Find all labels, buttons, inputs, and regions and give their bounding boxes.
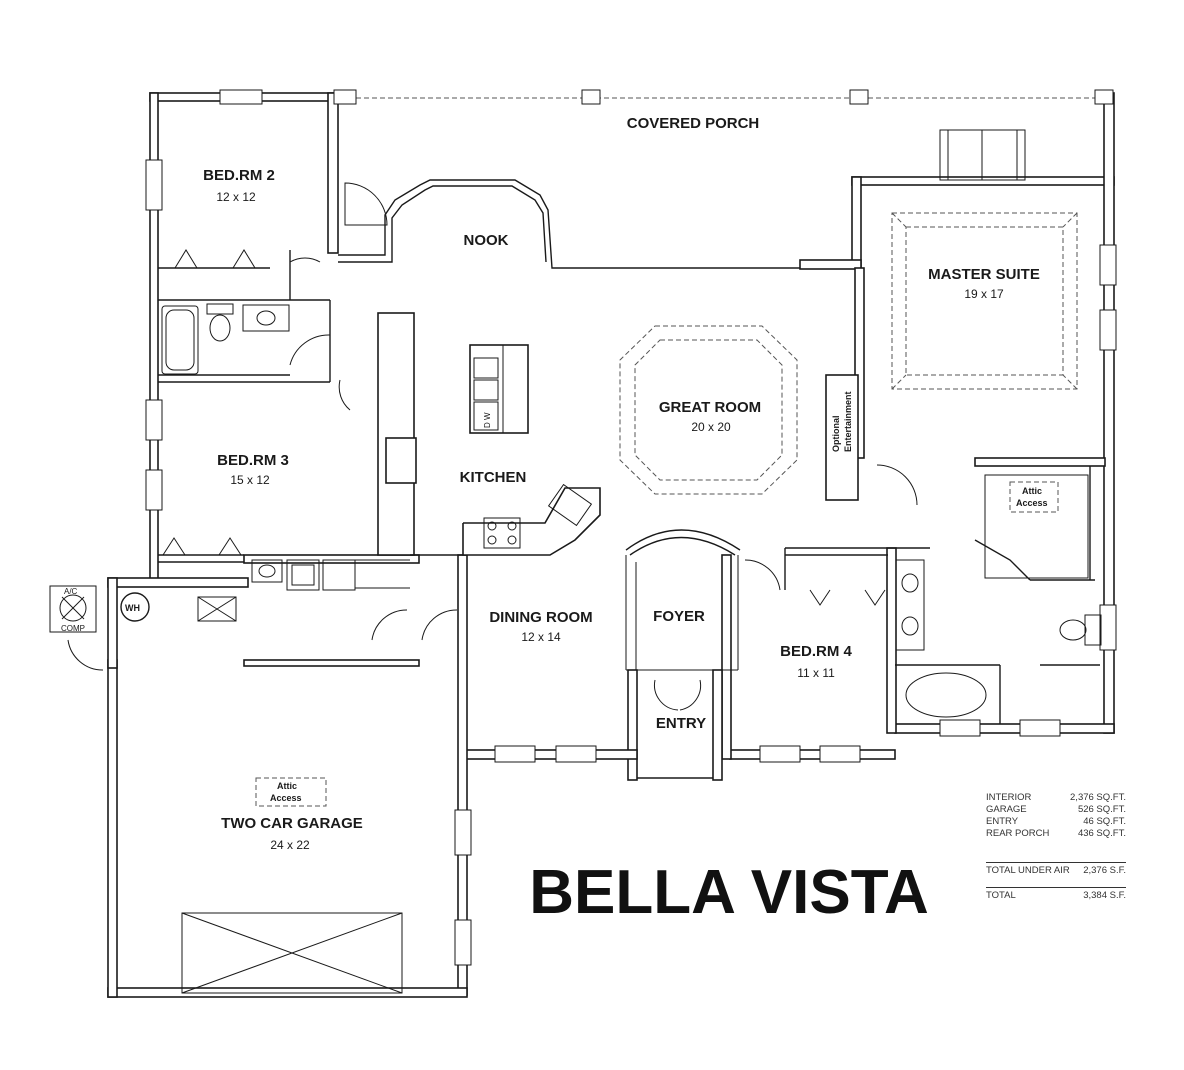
great-room-label: GREAT ROOM (659, 399, 761, 416)
sqft-under-air-label: TOTAL UNDER AIR (986, 865, 1070, 876)
divider (986, 887, 1126, 888)
entry-label: ENTRY (656, 715, 706, 732)
sqft-label: GARAGE (986, 804, 1027, 815)
closet-hangers (162, 249, 886, 606)
attic-access-master: Attic Access (1009, 481, 1059, 513)
master-french-doors (939, 129, 1026, 181)
foyer-label: FOYER (653, 608, 705, 625)
sqft-label: REAR PORCH (986, 828, 1050, 839)
bedroom2-dims: 12 x 12 (216, 190, 256, 204)
covered-porch-outline (340, 97, 1111, 181)
master-bath-fixtures (895, 474, 1102, 718)
laundry-fixtures (197, 559, 410, 622)
ac-label-1: A/C (64, 587, 78, 596)
sqft-row: ENTRY 46 SQ.FT. (986, 816, 1126, 828)
kitchen-label: KITCHEN (460, 469, 527, 486)
bedroom3-label: BED.RM 3 (217, 452, 289, 469)
sqft-value: 526 SQ.FT. (1077, 804, 1126, 815)
dining-room-dims: 12 x 14 (521, 630, 561, 644)
attic-label-2: Access (1016, 498, 1048, 508)
bedroom4-label: BED.RM 4 (780, 643, 852, 660)
sqft-label: ENTRY (986, 816, 1019, 827)
bedroom2-label: BED.RM 2 (203, 167, 275, 184)
master-suite-label: MASTER SUITE (928, 266, 1040, 283)
attic-garage-label-1: Attic (277, 781, 297, 791)
master-suite-dims: 19 x 17 (964, 287, 1004, 301)
dining-room-label: DINING ROOM (489, 609, 592, 626)
water-heater: WH (120, 592, 150, 622)
kitchen-fixtures (462, 344, 601, 556)
divider (986, 862, 1126, 863)
garage-dims: 24 x 22 (270, 838, 310, 852)
covered-porch-label: COVERED PORCH (627, 115, 760, 132)
attic-garage-label-2: Access (270, 793, 302, 803)
sqft-label: INTERIOR (986, 792, 1032, 803)
garage-label: TWO CAR GARAGE (221, 815, 363, 832)
ac-label-2: COMP (61, 624, 85, 633)
sqft-under-air-value: 2,376 S.F. (1083, 865, 1126, 876)
garage-door (181, 912, 403, 994)
ac-compressor: A/C COMP (49, 585, 97, 633)
door-swings (67, 182, 918, 711)
great-room-dims: 20 x 20 (691, 420, 731, 434)
attic-label-1: Attic (1022, 486, 1042, 496)
sqft-total-row: TOTAL 3,384 S.F. (986, 890, 1126, 902)
dishwasher-label: D W (483, 412, 492, 428)
water-heater-label: WH (125, 603, 140, 613)
sqft-total-label: TOTAL (986, 890, 1016, 901)
bedroom3-dims: 15 x 12 (230, 473, 270, 487)
windows (145, 89, 1117, 966)
bedroom4-dims: 11 x 11 (797, 666, 835, 680)
hall-bath-fixtures (161, 303, 290, 375)
sqft-value: 2,376 SQ.FT. (1070, 792, 1126, 803)
optional-label-2: Entertainment (843, 391, 853, 452)
sqft-row: GARAGE 526 SQ.FT. (986, 804, 1126, 816)
sqft-row: REAR PORCH 436 SQ.FT. (986, 828, 1126, 840)
tray-ceilings (619, 212, 1078, 495)
optional-entertainment: Optional Entertainment (831, 391, 853, 452)
sqft-value: 46 SQ.FT. (1083, 816, 1126, 827)
plan-title: BELLA VISTA (529, 858, 929, 927)
sqft-row: INTERIOR 2,376 SQ.FT. (986, 792, 1126, 804)
sqft-total-value: 3,384 S.F. (1083, 890, 1126, 901)
interior-walls (158, 250, 1106, 724)
optional-label-1: Optional (831, 416, 841, 453)
sqft-under-air-row: TOTAL UNDER AIR 2,376 S.F. (986, 865, 1126, 877)
square-footage-table: INTERIOR 2,376 SQ.FT. GARAGE 526 SQ.FT. … (986, 792, 1126, 902)
nook-label: NOOK (464, 232, 509, 249)
sqft-value: 436 SQ.FT. (1077, 828, 1126, 839)
attic-access-garage: Attic Access (255, 777, 327, 807)
